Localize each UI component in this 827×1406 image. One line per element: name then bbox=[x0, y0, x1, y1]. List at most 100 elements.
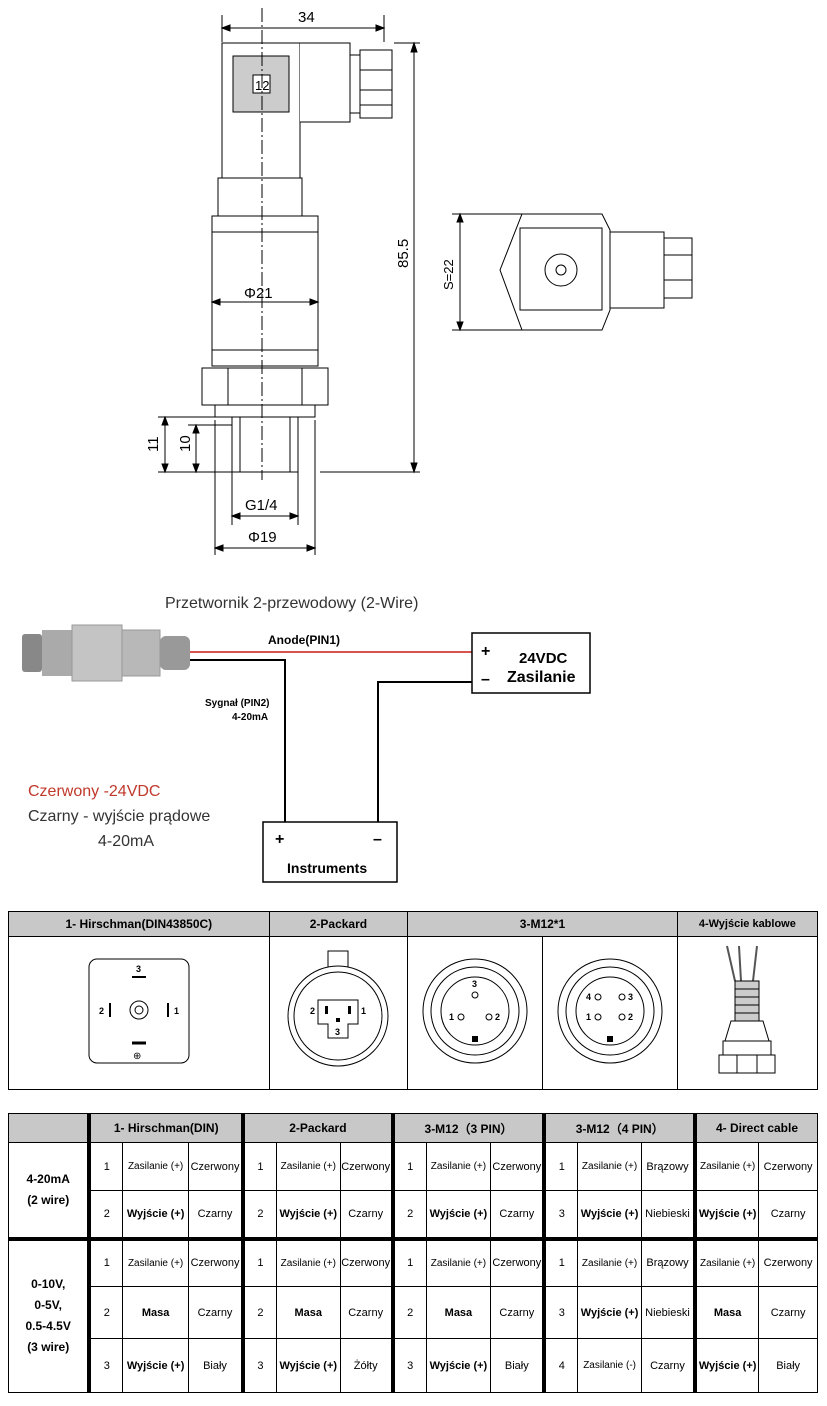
svg-text:1: 1 bbox=[361, 1006, 366, 1016]
hirschman-connector-icon: 3 2 1 ⊕ bbox=[88, 958, 190, 1063]
wt-pin-number: 1 bbox=[390, 1142, 427, 1191]
wt-pin-number: 4 bbox=[542, 1338, 579, 1393]
wt-header-hirschman: 1- Hirschman(DIN) bbox=[87, 1113, 244, 1143]
wt-group-line: 4-20mA bbox=[26, 1171, 70, 1186]
wt-wire-color: Czarny bbox=[187, 1190, 244, 1239]
m12-3pin-cell: 3 1 2 bbox=[407, 936, 543, 1090]
anode-label: Anode(PIN1) bbox=[268, 633, 340, 647]
wt-group-line: 0.5-4.5V bbox=[25, 1319, 71, 1334]
conn-header-hirschman: 1- Hirschman(DIN43850C) bbox=[8, 911, 270, 937]
supply-minus: – bbox=[481, 671, 490, 688]
wt-pin-number: 2 bbox=[390, 1286, 427, 1339]
svg-text:2: 2 bbox=[628, 1012, 633, 1022]
wt-pin-number: 2 bbox=[241, 1190, 277, 1239]
wt-pin-number: 3 bbox=[390, 1338, 427, 1393]
wt-function: Wyjście (+) bbox=[577, 1190, 642, 1239]
wt-wire-color: Czarny bbox=[490, 1190, 545, 1239]
wt-pin-number: 2 bbox=[390, 1190, 427, 1239]
svg-text:3: 3 bbox=[472, 979, 477, 989]
wt-group-line: (3 wire) bbox=[27, 1340, 70, 1355]
svg-text:4: 4 bbox=[586, 992, 591, 1002]
wt-pin-number: 3 bbox=[542, 1190, 579, 1239]
wt-pin-number: 2 bbox=[87, 1190, 124, 1239]
wt-function: Zasilanie (+) bbox=[122, 1142, 189, 1191]
wt-pin-number: 1 bbox=[390, 1236, 427, 1287]
wt-pin-number: 3 bbox=[87, 1338, 124, 1393]
wt-wire-color: Czarny bbox=[640, 1338, 696, 1393]
svg-text:1: 1 bbox=[449, 1012, 454, 1022]
svg-text:1: 1 bbox=[174, 1006, 179, 1016]
signal-label-2: 4-20mA bbox=[232, 712, 268, 723]
wt-wire-color: Brązowy bbox=[640, 1236, 696, 1287]
note-black-2: 4-20mA bbox=[98, 833, 154, 850]
dim-wrench: S=22 bbox=[441, 259, 456, 290]
dim-height-11: 11 bbox=[145, 436, 162, 452]
svg-text:2: 2 bbox=[99, 1006, 104, 1016]
wiring-title: Przetwornik 2-przewodowy (2-Wire) bbox=[165, 595, 418, 612]
wt-function: Wyjście (+) bbox=[577, 1286, 642, 1339]
sensor-image bbox=[22, 624, 190, 682]
supply-plus: + bbox=[481, 643, 490, 660]
wt-function: Wyjście (+) bbox=[275, 1338, 341, 1393]
wt-wire-color: Czarny bbox=[339, 1286, 394, 1339]
svg-text:1: 1 bbox=[586, 1012, 591, 1022]
wt-wire-color: Żółty bbox=[339, 1338, 394, 1393]
wt-wire-color: Czerwony bbox=[339, 1236, 394, 1287]
svg-text:2: 2 bbox=[310, 1006, 315, 1016]
wt-function: Zasilanie (+) bbox=[693, 1142, 760, 1191]
wt-pin-number: 1 bbox=[87, 1236, 124, 1287]
conn-header-cable: 4-Wyjście kablowe bbox=[676, 911, 819, 937]
m12-4pin-connector-icon: 4 3 1 2 bbox=[557, 958, 663, 1063]
supply-voltage: 24VDC bbox=[519, 650, 568, 667]
instr-name: Instruments bbox=[287, 860, 367, 876]
wt-wire-color: Czerwony bbox=[758, 1236, 818, 1287]
wt-wire-color: Czerwony bbox=[490, 1142, 545, 1191]
svg-text:2: 2 bbox=[495, 1012, 500, 1022]
marking-box-label: 12 bbox=[255, 78, 269, 93]
wt-pin-number: 1 bbox=[542, 1236, 579, 1287]
wt-function: Wyjście (+) bbox=[122, 1190, 189, 1239]
wt-wire-color: Czarny bbox=[187, 1286, 244, 1339]
wt-wire-color: Niebieski bbox=[640, 1286, 696, 1339]
dim-diameter-body: Φ21 bbox=[244, 285, 273, 302]
m12-4pin-cell: 4 3 1 2 bbox=[541, 936, 678, 1090]
wt-corner bbox=[8, 1113, 90, 1143]
wt-function: Zasilanie (+) bbox=[275, 1236, 341, 1287]
wt-wire-color: Czarny bbox=[339, 1190, 394, 1239]
wt-wire-color: Czarny bbox=[758, 1286, 818, 1339]
wt-function: Zasilanie (+) bbox=[275, 1142, 341, 1191]
m12-3pin-connector-icon: 3 1 2 bbox=[422, 958, 528, 1063]
hirschman-cell: 3 2 1 ⊕ bbox=[8, 936, 270, 1090]
wt-function: Wyjście (+) bbox=[122, 1338, 189, 1393]
wt-wire-color: Czerwony bbox=[187, 1142, 244, 1191]
wt-function: Zasilanie (+) bbox=[425, 1142, 492, 1191]
wt-pin-number: 3 bbox=[241, 1338, 277, 1393]
conn-header-packard: 2-Packard bbox=[268, 911, 409, 937]
instr-plus: + bbox=[275, 831, 284, 848]
note-black-1: Czarny - wyjście prądowe bbox=[28, 808, 210, 825]
dim-height-10: 10 bbox=[177, 435, 194, 452]
wt-group-2wire: 4-20mA(2 wire) bbox=[8, 1142, 90, 1239]
dim-diameter-base: Φ19 bbox=[248, 529, 277, 546]
conn-header-m12: 3-M12*1 bbox=[407, 911, 678, 937]
wt-function: Masa bbox=[425, 1286, 492, 1339]
wt-group-line: 0-10V, bbox=[31, 1277, 66, 1292]
wt-wire-color: Czarny bbox=[758, 1190, 818, 1239]
wt-function: Zasilanie (+) bbox=[577, 1142, 642, 1191]
wt-function: Zasilanie (+) bbox=[425, 1236, 492, 1287]
supply-box bbox=[471, 632, 591, 694]
svg-text:⊕: ⊕ bbox=[133, 1051, 141, 1062]
wt-pin-number: 1 bbox=[542, 1142, 579, 1191]
wt-function: Zasilanie (+) bbox=[122, 1236, 189, 1287]
technical-drawing: 34 12 Φ21 85.5 11 10 G1/4 Φ19 S=22 bbox=[145, 8, 693, 555]
wt-wire-color: Czerwony bbox=[187, 1236, 244, 1287]
cable-cell bbox=[676, 936, 819, 1090]
wt-function: Masa bbox=[693, 1286, 760, 1339]
wt-function: Wyjście (+) bbox=[693, 1190, 760, 1239]
dim-height-total: 85.5 bbox=[395, 239, 412, 268]
wt-pin-number: 3 bbox=[542, 1286, 579, 1339]
wt-wire-color: Czerwony bbox=[339, 1142, 394, 1191]
